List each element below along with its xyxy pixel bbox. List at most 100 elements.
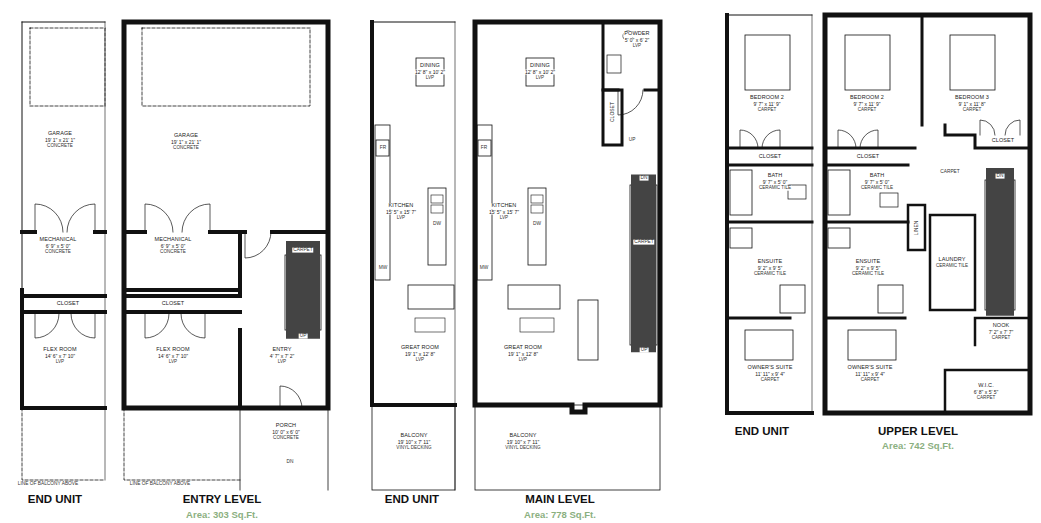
plan-note: MW [378, 266, 389, 271]
plan-note: LINE OF BALCONY ABOVE [129, 482, 191, 487]
plan-title: MAIN LEVEL [524, 494, 596, 506]
room-label: MECHANICAL [38, 237, 77, 243]
plan-line [727, 148, 812, 318]
plan-note: DN [996, 174, 1005, 179]
room-label: FLEX ROOM [42, 347, 77, 353]
room-label: ENSUITE [855, 259, 882, 265]
plan-note: LINE OF BALCONY ABOVE [17, 482, 79, 487]
floor-finish: LVP [55, 360, 65, 365]
floor-finish: CERAMIC TILE [851, 272, 885, 277]
room-dimension: 11' 11" x 9' 4" [854, 372, 885, 377]
plan-line [22, 408, 105, 480]
plan-line [238, 330, 242, 408]
plan-line [286, 258, 320, 328]
plan-line [630, 185, 657, 345]
plan-line [105, 22, 106, 480]
plan-line [607, 55, 621, 73]
plan-line [245, 232, 271, 258]
plan-line [603, 90, 622, 145]
floor-finish: LVP [415, 358, 425, 363]
floor-finish: VINYL DECKING [504, 446, 541, 451]
plan-line [508, 285, 560, 309]
floor-finish: LVP [518, 358, 528, 363]
plan-line [838, 130, 878, 148]
plan-note: UP [299, 334, 308, 339]
plan-note: CARPET [939, 170, 960, 175]
floor-finish: LVP [499, 216, 509, 221]
room-label: CLOSET [758, 154, 783, 160]
floor-finish: CONCRETE [44, 250, 72, 255]
plan-line [376, 140, 389, 156]
plan-line [142, 28, 310, 106]
floor-finish: LVP [632, 44, 642, 49]
room-dimension: 9' 7" x 11' 9" [852, 102, 881, 107]
plan-line [848, 330, 896, 360]
room-label: BATH [767, 173, 784, 179]
plan-line [980, 120, 1020, 135]
room-label: BEDROOM 3 [954, 95, 990, 101]
floor-finish: CONCRETE [159, 250, 187, 255]
room-label: GARAGE [47, 131, 73, 137]
room-dimension: 19' 1" x 21' 1" [170, 140, 202, 145]
floor-finish: CERAMIC TILE [860, 186, 894, 191]
room-label: BALCONY [400, 433, 429, 439]
plan-line [531, 195, 543, 203]
plan-line [578, 300, 598, 360]
floor-finish: CARPET [760, 378, 781, 383]
floor-finish: LVP [425, 76, 435, 81]
room-dimension: 9' 2" x 9' 5" [757, 266, 784, 271]
plan-note: CARPET [633, 240, 654, 245]
room-label: PORCH [275, 423, 297, 429]
plan-note: DW [432, 222, 442, 227]
room-dimension: 14' 6" x 7' 10" [44, 354, 76, 359]
plan-line [740, 130, 780, 148]
area-label: Area: 303 Sq.Ft. [185, 510, 259, 520]
plan-note: DN [286, 460, 295, 465]
plan-line [528, 188, 546, 265]
room-label: LAUNDRY [938, 257, 967, 263]
plan-line [908, 205, 925, 250]
room-label: DINING [419, 63, 441, 69]
plan-line [845, 35, 890, 90]
room-dimension: 6' 8" x 5' 5" [973, 390, 1000, 395]
plan-line [631, 187, 656, 343]
plan-line [22, 22, 105, 290]
room-label: GREAT ROOM [503, 345, 543, 351]
floor-finish: CARPET [991, 336, 1012, 341]
floor-finish: LVP [277, 360, 287, 365]
room-dimension: 6' 9" x 5' 0" [160, 244, 187, 249]
floor-finish: CERAMIC TILE [758, 186, 792, 191]
plan-line [828, 228, 850, 248]
area-label: Area: 742 Sq.Ft. [881, 441, 955, 451]
room-label: CLOSET [161, 301, 186, 307]
plan-line [812, 15, 813, 413]
plan-line [415, 318, 445, 332]
room-dimension: 5' 0" x 6' 2" [624, 38, 651, 43]
plan-line [825, 15, 1030, 413]
room-label: GREAT ROOM [400, 345, 440, 351]
room-label: OWNER'S SUITE [847, 365, 894, 371]
room-label: NOOK [992, 323, 1011, 329]
room-dimension: 15' 5" x 15' 7" [385, 210, 417, 215]
room-label: BALCONY [509, 433, 538, 439]
plan-line [945, 318, 1028, 413]
plan-title: END UNIT [27, 494, 83, 506]
room-dimension: 19' 10" x 7' 11" [397, 440, 432, 445]
plan-line [455, 22, 456, 490]
plan-line [372, 22, 455, 23]
plan-note: UP [628, 138, 637, 143]
plan-note: DN [640, 176, 649, 181]
plan-line [475, 22, 660, 412]
plan-note: DW [532, 222, 542, 227]
room-dimension: 19' 10" x 7' 11" [506, 440, 541, 445]
room-label: CLOSET [610, 101, 615, 123]
room-label: LINEN [914, 220, 919, 237]
plan-line [124, 290, 240, 312]
room-label: CLOSET [56, 301, 81, 307]
plan-line [745, 330, 793, 360]
room-dimension: 19' 1" x 21' 1" [44, 138, 76, 143]
floor-finish: LVP [396, 216, 406, 221]
plan-line [124, 22, 328, 408]
plan-line [985, 180, 1015, 310]
